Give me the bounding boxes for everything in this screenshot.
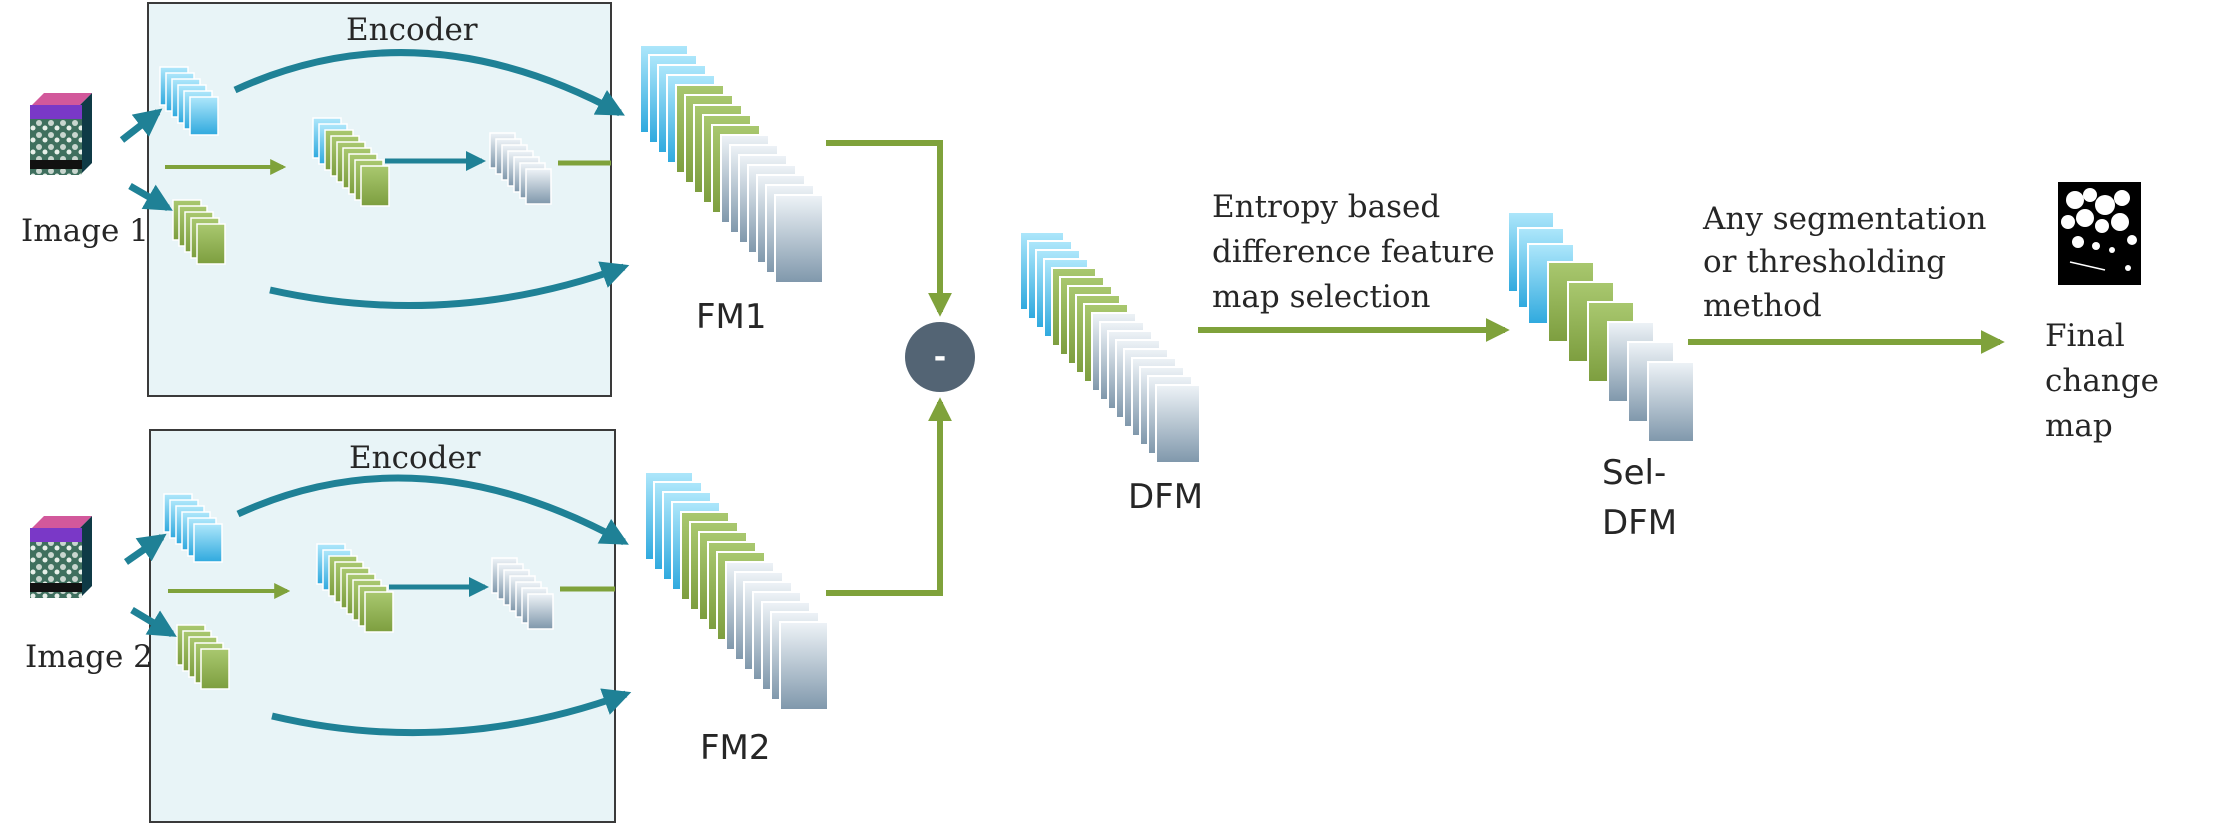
segmentation-step-line3: method [1703,288,1822,324]
image-2-label: Image 2 [25,639,153,675]
arrow-image1-to-green [128,182,173,212]
subtract-operator-circle [905,322,975,392]
encoder-bottom-stack-mid [316,543,394,633]
encoder-top-stack-grey [489,132,552,205]
segmentation-step-line1: Any segmentation [1703,201,1987,237]
final-change-map-thumbnail [2058,182,2141,285]
skip-arrow-top-lower [269,261,630,310]
arrow-image1-to-blue [119,108,163,143]
final-change-map-line3: map [2045,408,2113,444]
skip-arrow-bottom-lower [271,688,632,737]
segmentation-step-line2: or thresholding [1703,244,1946,280]
skip-arrow-bottom-upper [236,474,629,546]
final-change-map-line1: Final [2045,318,2125,354]
sel-dfm-stack [1507,211,1695,443]
fm1-label: FM1 [696,297,767,337]
selection-step-line3: map selection [1212,279,1431,315]
image-1-label: Image 1 [21,213,149,249]
skip-arrow-top-upper [233,49,625,117]
encoder-bottom-title: Encoder [349,440,481,476]
selection-step-line1: Entropy based [1212,189,1441,225]
encoder-top-stack-green [172,199,226,265]
fm2-stack [644,471,829,711]
arrow-image2-to-green [130,606,177,638]
fm1-stack [639,44,824,284]
selection-step-line2: difference feature [1212,234,1495,270]
sel-dfm-label-line1: Sel- [1602,453,1667,493]
encoder-bottom-stack-grey [491,557,554,630]
encoder-top-title: Encoder [346,12,478,48]
encoder-top-stack-mid [312,117,390,207]
arrow-fm2-to-subtract [826,397,952,596]
arrow-fm1-to-subtract [826,140,952,317]
encoder-top-stack-blue [159,66,219,136]
dfm-label: DFM [1128,477,1204,517]
final-change-map-line2: change [2045,363,2159,399]
sel-dfm-label-line2: DFM [1602,503,1678,543]
arrow-image2-to-blue [124,533,167,565]
input-image-2-icon [30,516,92,598]
encoder-bottom-stack-blue [163,493,223,563]
subtract-operator-symbol: - [933,339,947,375]
fm2-label: FM2 [700,728,771,768]
input-image-1-icon [30,93,92,175]
dfm-stack [1019,231,1201,464]
encoder-bottom-stack-green [176,624,230,690]
